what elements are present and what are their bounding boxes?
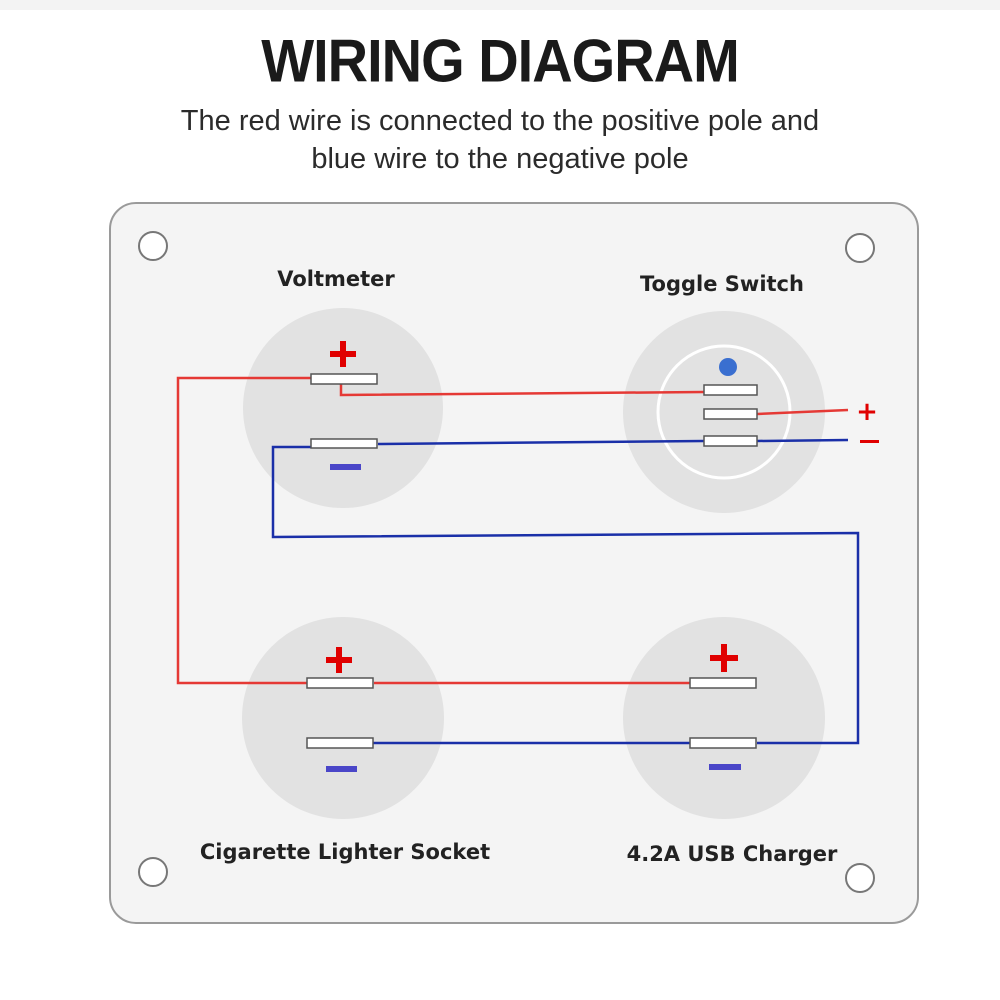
cigarette-lighter-body <box>242 617 444 819</box>
mounting-hole-top-left <box>138 231 168 261</box>
mounting-hole-top-right <box>845 233 875 263</box>
red-wire-power-input <box>756 408 849 416</box>
page-subtitle: The red wire is connected to the positiv… <box>0 102 1000 178</box>
usb-negative-terminal <box>689 737 757 749</box>
subtitle-line-1: The red wire is connected to the positiv… <box>180 105 820 137</box>
toggle-switch-label: Toggle Switch <box>640 272 804 296</box>
lighter-negative-terminal <box>306 737 374 749</box>
usb-charger-label: 4.2A USB Charger <box>627 842 838 866</box>
mounting-hole-bottom-left <box>138 857 168 887</box>
top-strip <box>0 0 1000 10</box>
lighter-minus-icon <box>326 766 357 772</box>
usb-charger-body <box>623 617 825 819</box>
usb-positive-terminal <box>689 677 757 689</box>
voltmeter-minus-icon <box>330 464 361 470</box>
red-wires <box>176 376 849 685</box>
mounting-panel <box>109 202 919 924</box>
usb-minus-icon <box>709 764 741 770</box>
subtitle-line-2: blue wire to the negative pole <box>311 143 689 175</box>
indicator-light-icon <box>719 358 737 376</box>
voltmeter-body <box>243 308 443 508</box>
blue-wire-voltmeter-to-switch <box>377 439 705 446</box>
red-wire-voltmeter-to-switch <box>339 384 705 397</box>
cigarette-lighter-label: Cigarette Lighter Socket <box>200 840 490 864</box>
voltmeter-positive-terminal <box>310 373 378 385</box>
voltmeter-plus-icon <box>330 341 356 367</box>
lighter-plus-icon <box>326 647 352 673</box>
blue-wire-ground-input <box>756 438 849 443</box>
input-positive-label: + <box>856 397 878 427</box>
lighter-positive-terminal <box>306 677 374 689</box>
input-negative-icon <box>860 440 879 443</box>
voltmeter-label: Voltmeter <box>277 267 395 291</box>
switch-terminal-3 <box>703 435 758 447</box>
usb-plus-icon <box>710 644 738 672</box>
mounting-hole-bottom-right <box>845 863 875 893</box>
switch-terminal-2 <box>703 408 758 420</box>
red-wire-voltmeter-to-lighter <box>176 376 311 685</box>
blue-wire-voltmeter-to-usb <box>271 445 860 745</box>
page-title: WIRING DIAGRAM <box>261 26 740 95</box>
switch-terminal-1 <box>703 384 758 396</box>
voltmeter-negative-terminal <box>310 438 378 449</box>
blue-wires <box>271 438 860 745</box>
